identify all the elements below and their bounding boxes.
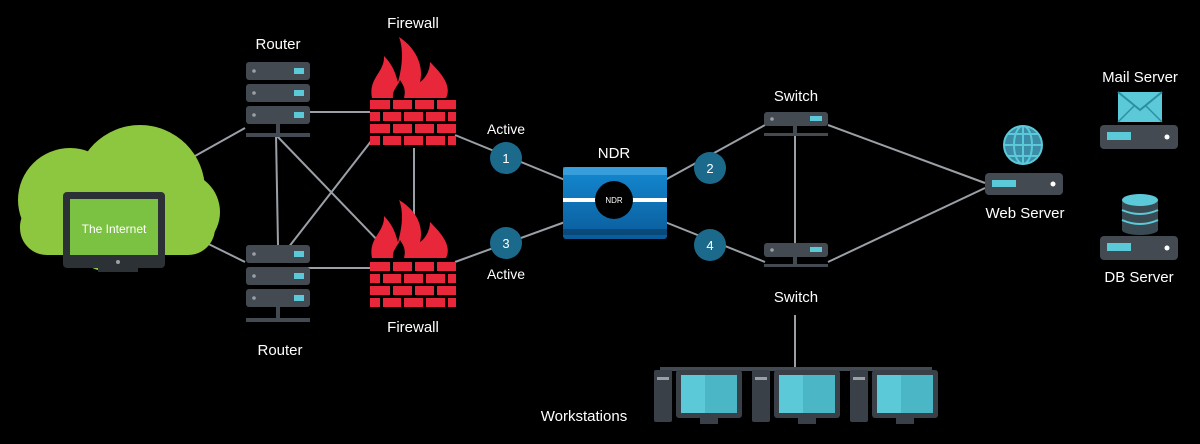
monitor-icon: [63, 192, 165, 272]
web-server-label: Web Server: [986, 205, 1065, 222]
workstation-bus: [660, 367, 932, 371]
connection-lines: [169, 111, 986, 370]
server-icon: [1100, 125, 1178, 149]
ndr-appliance-icon: [563, 167, 667, 239]
ndr-badge-label: NDR: [605, 196, 623, 205]
firewall-bottom-label: Firewall: [387, 319, 439, 336]
port-1: 1: [490, 142, 522, 174]
globe-icon: [1003, 125, 1043, 165]
active-top-label: Active: [487, 121, 525, 137]
switch-icon: [764, 243, 828, 267]
port-2-number: 2: [706, 161, 713, 176]
router-icon: [246, 62, 310, 137]
router-bottom: Router: [246, 245, 310, 359]
firewall-top-label: Firewall: [387, 15, 439, 32]
mail-server-label: Mail Server: [1102, 69, 1178, 86]
ndr-title: NDR: [598, 145, 631, 162]
internet-label: The Internet: [82, 222, 147, 236]
firewall-icon: [370, 200, 456, 307]
workstations-label: Workstations: [541, 408, 627, 425]
port-4-number: 4: [706, 238, 713, 253]
workstation-icon: [654, 370, 742, 424]
workstation-icon: [752, 370, 840, 424]
active-bottom-label: Active: [487, 266, 525, 282]
server-icon: [985, 173, 1063, 195]
ndr-appliance: NDR NDR: [563, 145, 667, 239]
port-4: 4: [694, 229, 726, 261]
switch-top-label: Switch: [774, 88, 818, 105]
router-top: Router: [246, 36, 310, 137]
router-bottom-label: Router: [257, 342, 302, 359]
server-icon: [1100, 236, 1178, 260]
workstations: Workstations: [541, 367, 938, 425]
database-icon: [1121, 194, 1159, 235]
web-server: Web Server: [985, 125, 1065, 222]
firewall-icon: [370, 37, 456, 145]
switch-icon: [764, 112, 828, 136]
db-server: DB Server: [1100, 194, 1178, 286]
db-server-label: DB Server: [1104, 269, 1173, 286]
firewall-top: Firewall: [370, 15, 456, 145]
router-icon: [246, 245, 310, 322]
port-3-number: 3: [502, 236, 509, 251]
firewall-bottom: Firewall: [370, 200, 456, 336]
internet-cloud: The Internet: [18, 125, 220, 272]
mail-server: Mail Server: [1100, 69, 1178, 149]
router-top-label: Router: [255, 36, 300, 53]
envelope-icon: [1117, 91, 1163, 123]
switch-top: Switch: [764, 88, 828, 136]
port-3: 3: [490, 227, 522, 259]
switch-bottom-label: Switch: [774, 289, 818, 306]
port-2: 2: [694, 152, 726, 184]
port-1-number: 1: [502, 151, 509, 166]
workstation-icon: [850, 370, 938, 424]
switch-bottom: Switch: [764, 243, 828, 306]
